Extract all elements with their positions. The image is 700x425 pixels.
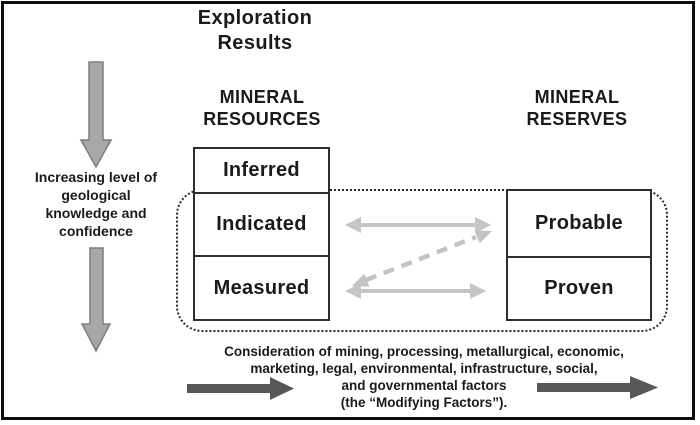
measured-probable-dashed-arrow-icon — [352, 230, 492, 287]
modifying-factors-arrow-right-icon — [537, 376, 658, 399]
mineral-reserves-heading: MINERAL RESERVES — [526, 87, 628, 129]
page-title: Exploration Results — [197, 7, 313, 54]
mineral-resources-heading: MINERAL RESOURCES — [203, 87, 321, 129]
indicated-probable-arrow-icon — [345, 217, 491, 233]
measured-box: Measured — [193, 255, 330, 321]
mineral-resources-column: Inferred Indicated Measured — [193, 147, 330, 321]
proven-box: Proven — [506, 256, 652, 321]
modifying-factors-caption: Consideration of mining, processing, met… — [224, 344, 624, 410]
modifying-factors-boundary — [176, 189, 668, 332]
inferred-box: Inferred — [193, 147, 330, 194]
geological-confidence-caption: Increasing level of geological knowledge… — [34, 169, 158, 239]
down-arrow-bottom-icon — [80, 247, 112, 353]
indicated-box: Indicated — [193, 192, 330, 257]
modifying-factors-arrow-left-icon — [187, 377, 294, 400]
down-arrow-top-icon — [79, 61, 113, 169]
measured-proven-arrow-icon — [345, 283, 486, 299]
mineral-reserves-column: Probable Proven — [506, 189, 652, 321]
probable-box: Probable — [506, 189, 652, 258]
